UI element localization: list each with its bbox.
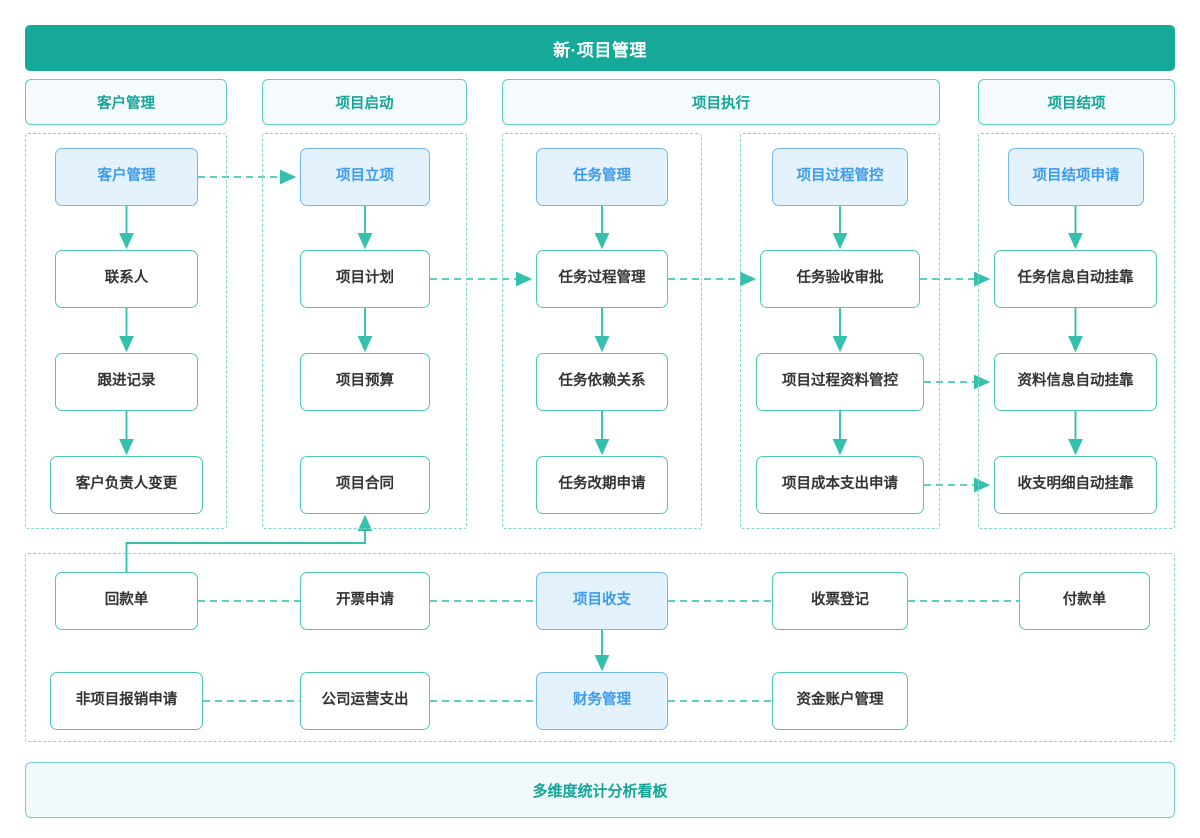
node-follow-up-record[interactable]: 跟进记录 xyxy=(55,353,198,411)
node-label: 跟进记录 xyxy=(97,373,156,390)
node-project-process-control[interactable]: 项目过程管控 xyxy=(772,148,908,206)
node-label: 回款单 xyxy=(104,592,149,609)
node-project-document-control[interactable]: 项目过程资料管控 xyxy=(756,353,924,411)
node-project-closure-request[interactable]: 项目结项申请 xyxy=(1008,148,1144,206)
group-task xyxy=(502,133,702,529)
node-label: 任务验收审批 xyxy=(796,270,884,287)
node-non-project-reimbursement[interactable]: 非项目报销申请 xyxy=(50,672,203,730)
node-label: 项目过程资料管控 xyxy=(782,373,898,390)
node-task-acceptance-approval[interactable]: 任务验收审批 xyxy=(760,250,920,308)
node-project-income-expense[interactable]: 项目收支 xyxy=(536,572,668,630)
group-finance xyxy=(25,553,1175,742)
node-label: 项目收支 xyxy=(573,592,631,609)
node-label: 项目结项申请 xyxy=(1032,168,1120,185)
node-payment-receipt-order[interactable]: 回款单 xyxy=(55,572,198,630)
banner-label: 多维度统计分析看板 xyxy=(532,782,668,800)
node-label: 客户管理 xyxy=(97,168,156,185)
node-project-contract[interactable]: 项目合同 xyxy=(300,456,430,514)
node-label: 项目计划 xyxy=(336,270,394,287)
node-task-management[interactable]: 任务管理 xyxy=(536,148,668,206)
node-label: 项目成本支出申请 xyxy=(782,476,898,493)
node-label: 资金账户管理 xyxy=(796,692,884,709)
phase-header-label: 项目结项 xyxy=(1047,95,1106,112)
node-label: 任务改期申请 xyxy=(558,476,646,493)
node-label: 项目过程管控 xyxy=(796,168,884,185)
node-task-info-auto-link[interactable]: 任务信息自动挂靠 xyxy=(994,250,1157,308)
node-customer-management[interactable]: 客户管理 xyxy=(55,148,198,206)
group-customer xyxy=(25,133,227,529)
node-label: 客户负责人变更 xyxy=(75,476,178,493)
node-label: 联系人 xyxy=(104,270,149,287)
node-document-info-auto-link[interactable]: 资料信息自动挂靠 xyxy=(994,353,1157,411)
node-task-process-management[interactable]: 任务过程管理 xyxy=(536,250,668,308)
node-label: 付款单 xyxy=(1062,592,1107,609)
node-project-cost-expense-request[interactable]: 项目成本支出申请 xyxy=(756,456,924,514)
node-label: 开票申请 xyxy=(336,592,394,609)
node-label: 项目预算 xyxy=(336,373,394,390)
node-task-reschedule-request[interactable]: 任务改期申请 xyxy=(536,456,668,514)
phase-header-customer[interactable]: 客户管理 xyxy=(25,79,227,125)
node-label: 公司运营支出 xyxy=(321,692,409,709)
node-invoice-request[interactable]: 开票申请 xyxy=(300,572,430,630)
group-close xyxy=(978,133,1175,529)
node-label: 任务依赖关系 xyxy=(558,373,646,390)
phase-header-label: 项目执行 xyxy=(692,95,750,112)
phase-header-close[interactable]: 项目结项 xyxy=(978,79,1175,125)
node-invoice-registration[interactable]: 收票登记 xyxy=(772,572,908,630)
group-process xyxy=(740,133,940,529)
node-label: 任务过程管理 xyxy=(558,270,646,287)
node-customer-owner-change[interactable]: 客户负责人变更 xyxy=(50,456,203,514)
page-title: 新·项目管理 xyxy=(25,25,1175,71)
node-project-plan[interactable]: 项目计划 xyxy=(300,250,430,308)
node-fund-account-management[interactable]: 资金账户管理 xyxy=(772,672,908,730)
node-task-dependency[interactable]: 任务依赖关系 xyxy=(536,353,668,411)
node-income-expense-auto-link[interactable]: 收支明细自动挂靠 xyxy=(994,456,1157,514)
node-label: 项目立项 xyxy=(336,168,394,185)
phase-header-initiate[interactable]: 项目启动 xyxy=(262,79,467,125)
analytics-dashboard-banner[interactable]: 多维度统计分析看板 xyxy=(25,762,1175,818)
phase-header-execute[interactable]: 项目执行 xyxy=(502,79,940,125)
node-label: 任务管理 xyxy=(573,168,631,185)
node-label: 项目合同 xyxy=(336,476,394,493)
phase-header-label: 客户管理 xyxy=(97,95,155,112)
node-label: 资料信息自动挂靠 xyxy=(1017,373,1134,390)
node-contact[interactable]: 联系人 xyxy=(55,250,198,308)
node-project-budget[interactable]: 项目预算 xyxy=(300,353,430,411)
node-payment-order[interactable]: 付款单 xyxy=(1019,572,1150,630)
phase-header-label: 项目启动 xyxy=(335,95,394,112)
node-label: 收支明细自动挂靠 xyxy=(1017,476,1134,493)
node-label: 非项目报销申请 xyxy=(75,692,178,709)
node-label: 财务管理 xyxy=(573,692,631,709)
group-initiate xyxy=(262,133,467,529)
node-project-initiation[interactable]: 项目立项 xyxy=(300,148,430,206)
node-label: 任务信息自动挂靠 xyxy=(1017,270,1134,287)
node-company-operating-expense[interactable]: 公司运营支出 xyxy=(300,672,430,730)
node-label: 收票登记 xyxy=(811,592,869,609)
node-financial-management[interactable]: 财务管理 xyxy=(536,672,668,730)
